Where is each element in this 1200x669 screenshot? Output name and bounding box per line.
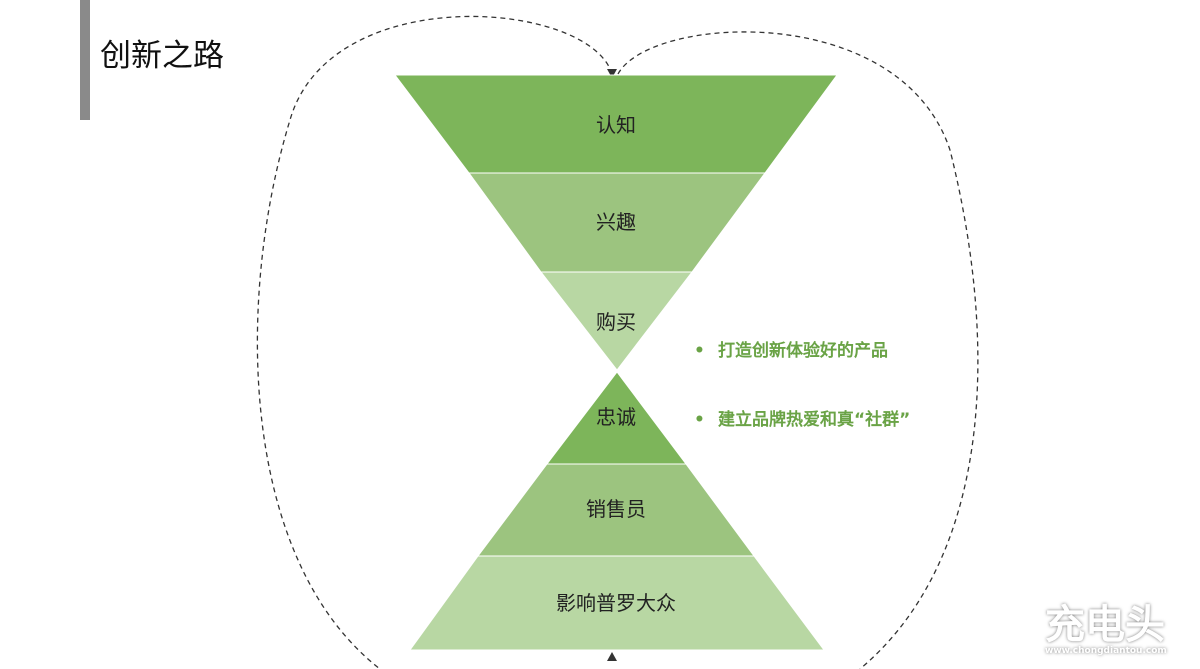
label-salesman: 销售员 <box>586 497 646 521</box>
arrow-head-top <box>607 69 617 78</box>
page-title: 创新之路 <box>100 38 224 74</box>
label-influence: 影响普罗大众 <box>556 591 676 615</box>
loop-left-arrow <box>256 15 613 669</box>
bullet-item: •建立品牌热爱和真“社群” <box>694 410 911 430</box>
bullet-text: 建立品牌热爱和真“社群” <box>718 410 911 430</box>
loop-right-arrow <box>617 31 979 669</box>
label-purchase: 购买 <box>596 310 636 334</box>
bullet-item: •打造创新体验好的产品 <box>694 341 888 361</box>
pyramid-stage-influence[interactable] <box>409 555 825 651</box>
bullet-text: 打造创新体验好的产品 <box>718 341 888 361</box>
title-accent-bar <box>80 0 90 120</box>
arrow-head-bottom <box>607 652 617 661</box>
label-loyalty: 忠诚 <box>596 405 636 429</box>
funnel-stage-purchase[interactable] <box>539 271 694 371</box>
label-awareness: 认知 <box>596 113 636 137</box>
label-interest: 兴趣 <box>596 210 636 234</box>
